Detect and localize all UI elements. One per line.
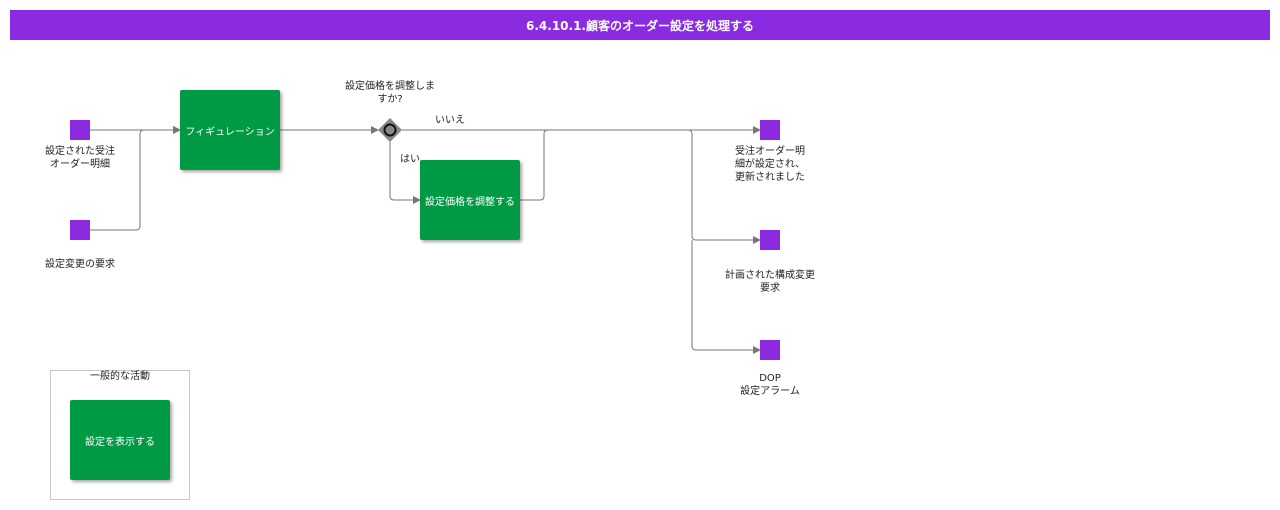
- gateway-yes-label: はい: [400, 154, 420, 165]
- output-planned-change-request-label: 計画された構成変更要求: [725, 270, 815, 294]
- output-planned-change-request-node[interactable]: [760, 230, 780, 250]
- input-configured-order-line-node[interactable]: [70, 120, 90, 140]
- gateway-question-label: 設定価格を調整しますか?: [345, 81, 435, 105]
- legend-box: [50, 370, 190, 500]
- connector-input2-to-verification: [90, 126, 181, 231]
- legend-task-sample[interactable]: 設定を表示する: [70, 400, 170, 480]
- output-dop-alarm-node[interactable]: [760, 340, 780, 360]
- output-dop-label-line1: DOP: [759, 373, 781, 384]
- output-dop-alarm-label: DOP 設定アラーム: [725, 372, 815, 398]
- output-order-line-updated-node[interactable]: [760, 120, 780, 140]
- input-config-change-request-node[interactable]: [70, 220, 90, 240]
- output-dop-label-line2: 設定アラーム: [740, 386, 800, 397]
- gateway-no-label: いいえ: [435, 115, 465, 126]
- connector-adjust-to-outputs: [520, 129, 549, 201]
- connector-to-dop-alarm: [691, 240, 761, 354]
- legend-title: 一般的な活動: [90, 371, 150, 382]
- diagram-title: 6.4.10.1.顧客のオーダー設定を処理する: [10, 10, 1270, 40]
- task-adjust-config-price[interactable]: 設定価格を調整する: [420, 160, 520, 240]
- connector-to-planned-change: [687, 129, 761, 244]
- connector-gateway-yes: [389, 142, 421, 204]
- task-verification[interactable]: フィギュレーション: [180, 90, 280, 170]
- decision-gateway[interactable]: [378, 118, 402, 142]
- output-order-line-updated-label: 受注オーダー明細が設定され、更新されました: [734, 146, 806, 183]
- input-config-change-request-label: 設定変更の要求: [45, 259, 115, 270]
- input-configured-order-line-label: 設定された受注オーダー明細: [45, 146, 115, 170]
